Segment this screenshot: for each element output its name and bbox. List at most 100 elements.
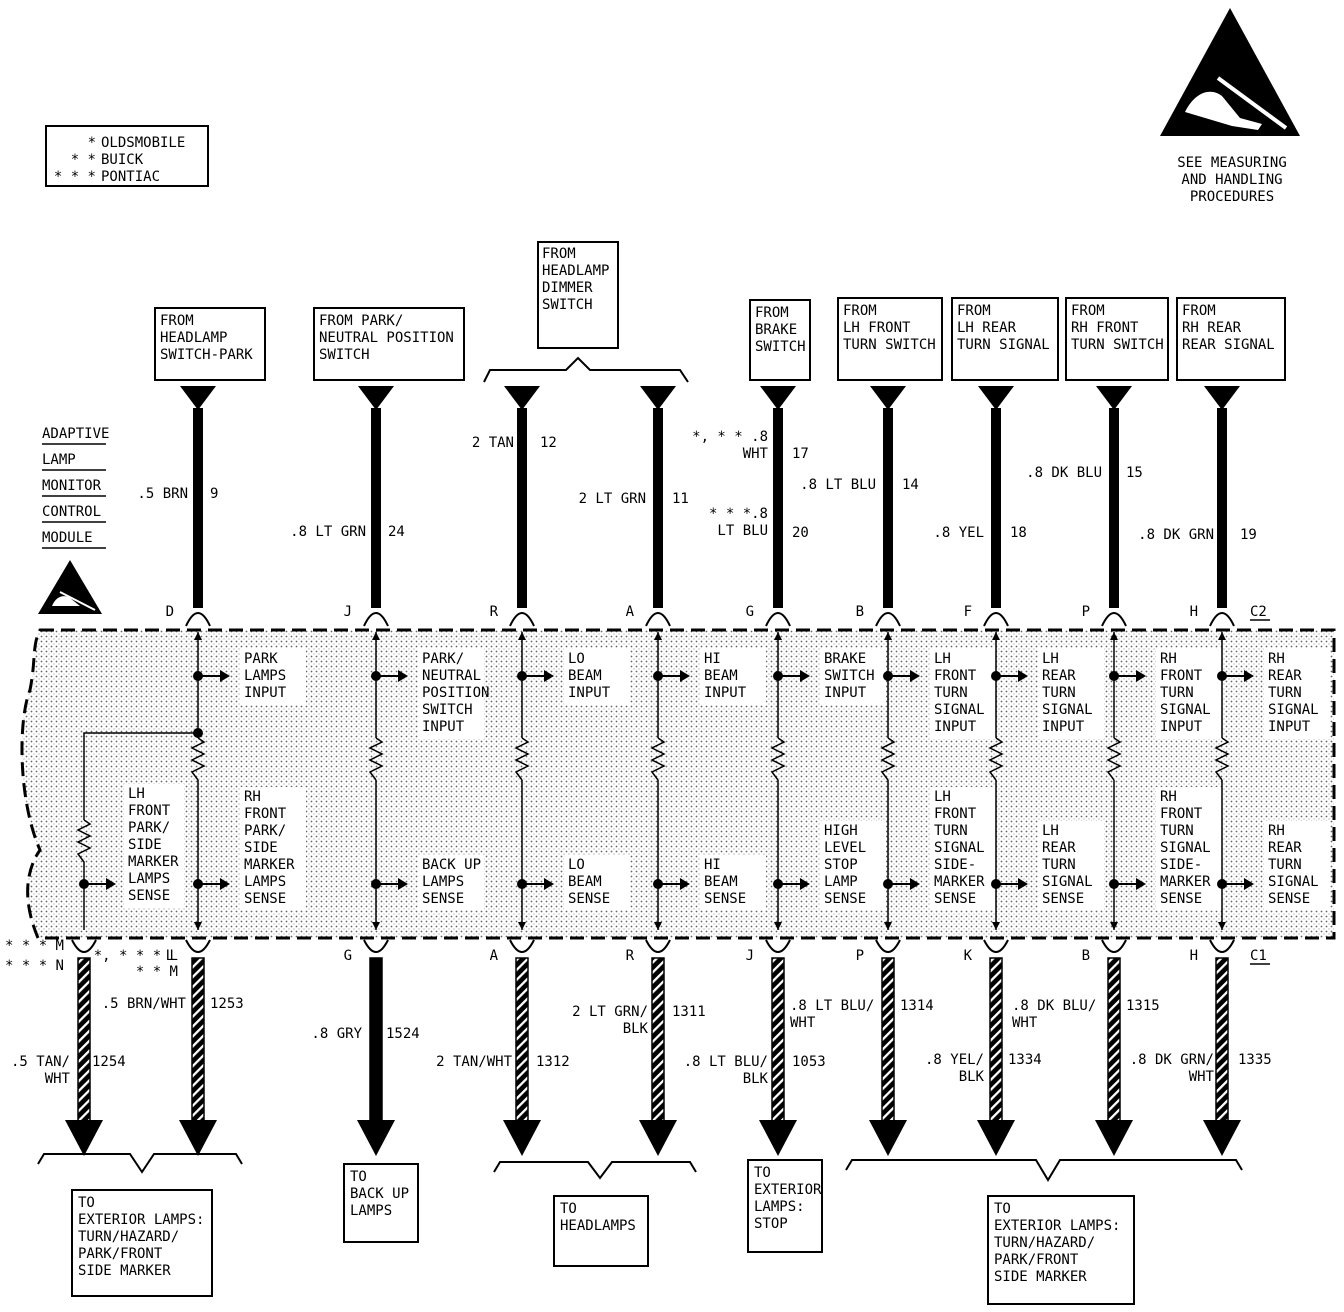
wire-in-arrow <box>760 386 796 410</box>
input-label-bg <box>930 648 996 739</box>
lhf-park-sense-label-line-0: LH <box>128 786 145 802</box>
input-label-bg <box>240 648 306 705</box>
pin-connector-bottom <box>1209 939 1235 953</box>
destination-label-backup-line-2: LAMPS <box>350 1203 392 1219</box>
input-label-rhr-line-4: INPUT <box>1268 719 1311 735</box>
sense-arrow <box>398 878 408 890</box>
sense-label-park-line-2: PARK/ <box>244 823 286 839</box>
wire-out-arrow <box>65 1120 103 1156</box>
pin-in-lhr: F <box>964 604 972 620</box>
input-label-lo-line-2: INPUT <box>568 685 611 701</box>
sense-label-brake-line-3: LAMP <box>824 874 858 890</box>
sense-label-rhr-line-4: SENSE <box>1268 891 1310 907</box>
sense-label-lo-line-0: LO <box>568 857 585 873</box>
input-label-park-line-2: INPUT <box>244 685 287 701</box>
sense-label-rhr-line-2: TURN <box>1268 857 1302 873</box>
pin-connector-bottom <box>71 939 97 953</box>
pin-out-neutral: G <box>344 948 352 964</box>
pin-connector-top <box>509 612 535 627</box>
sense-label-bg <box>1264 821 1330 910</box>
wire-in-arrow <box>180 386 216 410</box>
pin-out-lhr: K <box>964 948 973 964</box>
input-label-neutral-line-0: PARK/ <box>422 651 464 667</box>
pin-out-rhf: B <box>1082 948 1090 964</box>
module-name-line-0: ADAPTIVE <box>42 426 109 442</box>
sense-label-lhf-line-6: SENSE <box>934 891 976 907</box>
pin-in-brake: G <box>746 604 754 620</box>
sense-arrow <box>544 878 554 890</box>
sense-label-lhf-line-0: LH <box>934 789 951 805</box>
lhf-park-sense-label-line-4: MARKER <box>128 854 179 870</box>
wire-in-arrow <box>504 386 540 410</box>
source-park-line-0: FROM <box>160 313 194 329</box>
legend-make-1: BUICK <box>101 152 144 168</box>
esd-note-line-2: PROCEDURES <box>1190 189 1274 205</box>
wire-in-lhf <box>883 408 893 608</box>
input-label-lhr-line-2: TURN <box>1042 685 1076 701</box>
destination-label-ext_right-line-4: SIDE MARKER <box>994 1269 1087 1285</box>
sense-label-bg <box>700 855 766 910</box>
pin-note-0: * * * M <box>5 938 64 954</box>
sense-label-lhf-line-4: SIDE- <box>934 857 976 873</box>
pin-out-hi: R <box>626 948 635 964</box>
lhf-park-wire-out-line-1: WHT <box>45 1071 71 1087</box>
input-arrow <box>1244 670 1254 682</box>
input-label-rhr-line-0: RH <box>1268 651 1285 667</box>
pin-out-rhr: H <box>1190 948 1198 964</box>
circuit-out-number-rhf: 1315 <box>1126 998 1160 1014</box>
sense-label-rhf-line-1: FRONT <box>1160 806 1203 822</box>
make-legend: *OLDSMOBILE* *BUICK* * *PONTIAC <box>45 125 209 187</box>
wire-out-label-lhr-line-1: BLK <box>959 1069 985 1085</box>
dimmer-source-line-2: DIMMER <box>542 280 593 296</box>
sense-label-park-line-3: SIDE <box>244 840 278 856</box>
sense-arrow <box>1018 878 1028 890</box>
wire-out-alt-label-brake-line-1: BLK <box>743 1071 769 1087</box>
pin-note-2: *, * * * L <box>94 948 178 964</box>
wire-out-label-rhf-line-1: WHT <box>1012 1015 1038 1031</box>
input-label-rhr-line-2: TURN <box>1268 685 1302 701</box>
input-label-lhf-line-3: SIGNAL <box>934 702 985 718</box>
destination-label-ext_right-line-2: TURN/HAZARD/ <box>994 1235 1095 1251</box>
lhf-park-sense-label-line-3: SIDE <box>128 837 162 853</box>
wire-in-label-rhf-line-0: .8 DK BLU <box>1026 465 1102 481</box>
pin-note-1: *, * * * N <box>0 958 64 974</box>
wire-in-label-rhr-line-0: .8 DK GRN <box>1138 527 1214 543</box>
input-label-lo-line-1: BEAM <box>568 668 602 684</box>
pin-connector-bottom <box>983 939 1009 953</box>
sense-label-rhf-line-0: RH <box>1160 789 1177 805</box>
sense-arrow <box>220 878 230 890</box>
input-label-lhf-line-4: INPUT <box>934 719 977 735</box>
wire-out-arrow <box>977 1120 1015 1156</box>
sense-label-lhr-line-4: SENSE <box>1042 891 1084 907</box>
input-arrow <box>1136 670 1146 682</box>
input-label-park-line-0: PARK <box>244 651 278 667</box>
circuit-out-number-hi: 1311 <box>672 1004 706 1020</box>
circuit-in-alt-number-brake: 20 <box>792 525 809 541</box>
sense-arrow <box>680 878 690 890</box>
source-rhf-line-0: FROM <box>1071 303 1105 319</box>
source-box-neutral <box>313 307 465 381</box>
input-arrow <box>398 670 408 682</box>
sense-label-rhf-line-4: SIDE- <box>1160 857 1202 873</box>
wire-out-arrow <box>639 1120 677 1156</box>
input-label-brake-line-2: INPUT <box>824 685 867 701</box>
wire-in-arrow <box>1096 386 1132 410</box>
sense-arrow <box>800 878 810 890</box>
pin-note-3: * * M <box>136 964 178 980</box>
pin-in-rhr: H <box>1190 604 1198 620</box>
wire-out-label-hi-line-1: BLK <box>623 1021 649 1037</box>
source-lhf-line-1: LH FRONT <box>843 320 911 336</box>
sense-label-park-line-1: FRONT <box>244 806 287 822</box>
sense-label-bg <box>930 787 996 910</box>
source-rhr-line-0: FROM <box>1182 303 1216 319</box>
wire-out-arrow <box>1203 1120 1241 1156</box>
pin-connector-top <box>363 612 389 627</box>
